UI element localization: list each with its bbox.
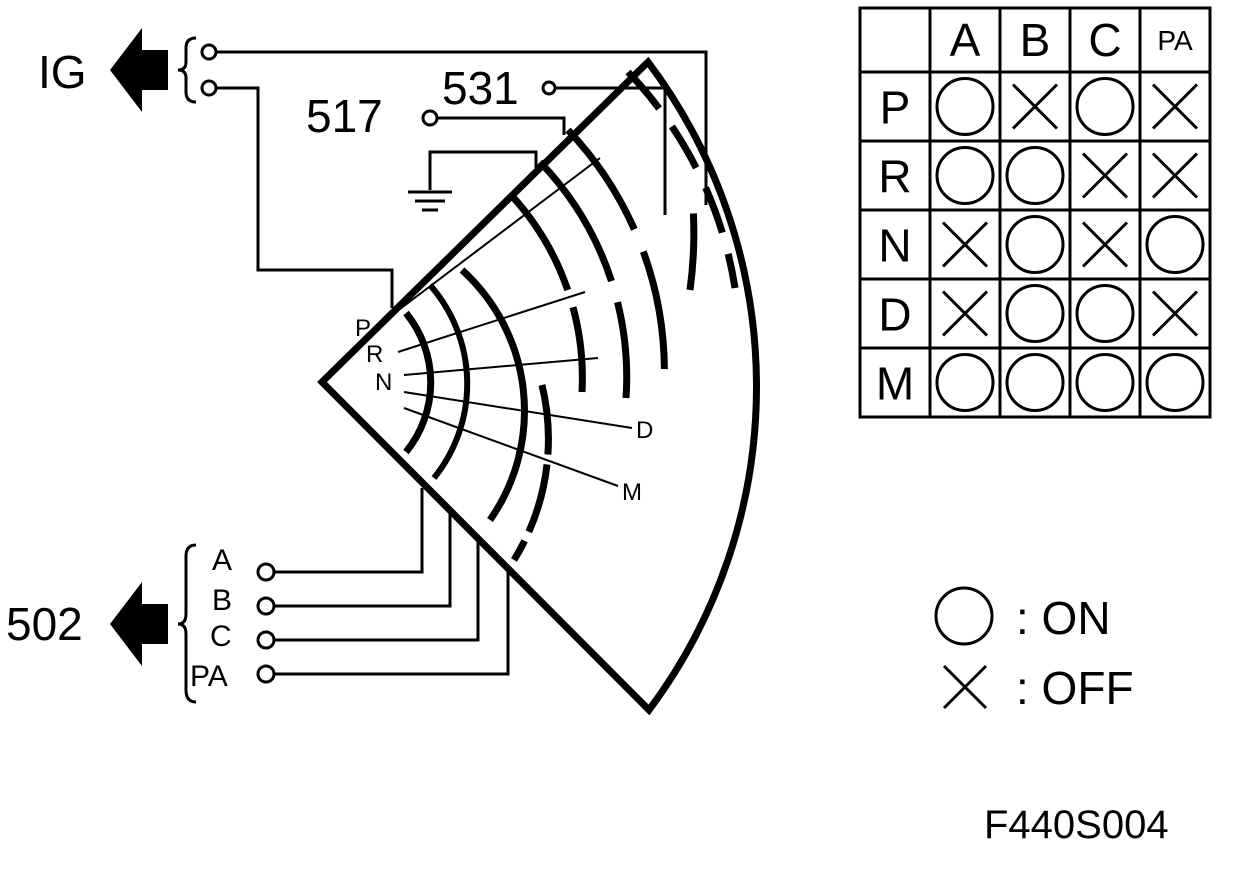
wire-pa (274, 566, 510, 676)
table-cell-off-icon (1081, 221, 1129, 268)
terminal-531-label: 531 (442, 62, 519, 114)
position-label-n: N (375, 369, 392, 396)
table-cell-off-icon (1151, 152, 1199, 199)
table-col-header: B (1020, 14, 1051, 66)
ig-terminal-2 (200, 79, 218, 97)
table-row-header: P (880, 82, 911, 134)
table-cell-on-icon (1145, 215, 1205, 274)
switch-sector-outline (317, 56, 760, 716)
contact-arc-9 (656, 66, 698, 291)
table-cell-on-icon (935, 146, 995, 205)
truth-table-border (858, 6, 1212, 419)
output-terminal-pa (256, 664, 276, 684)
table-cell-on-icon (935, 77, 995, 136)
table-cell-on-icon (1005, 284, 1065, 343)
position-label-p: P (355, 315, 371, 342)
table-row-header: M (876, 358, 914, 410)
terminal-531 (541, 80, 557, 96)
output-label-c: C (210, 620, 232, 653)
position-label-m: M (622, 479, 642, 506)
table-cell-on-icon (935, 353, 995, 412)
table-row-header: N (878, 220, 911, 272)
ig-brace (177, 36, 197, 104)
position-label-r: R (366, 341, 383, 368)
output-terminal-c (256, 630, 276, 650)
position-line-d (403, 391, 633, 429)
table-cell-on-icon (1005, 146, 1065, 205)
table-cell-on-icon (1075, 77, 1135, 136)
position-lines (387, 157, 633, 487)
terminal-517 (421, 109, 439, 127)
position-line-p (387, 157, 601, 319)
table-cell-on-icon (1145, 353, 1205, 412)
contact-arc-c (459, 267, 528, 523)
wire-a (274, 488, 424, 574)
position-line-r (397, 291, 586, 353)
table-cell-off-icon (1081, 152, 1129, 199)
wire-517 (437, 116, 566, 135)
figure-id: F440S004 (984, 803, 1169, 847)
table-col-header: C (1088, 14, 1121, 66)
position-line-n (403, 357, 599, 376)
legend-on-icon (934, 586, 994, 646)
table-cell-on-icon (1075, 353, 1135, 412)
ground-wire (428, 150, 538, 190)
contact-arc-7 (565, 127, 668, 389)
position-line-m (403, 407, 619, 487)
legend-off-label: : OFF (1016, 662, 1134, 714)
output-label-a: A (212, 544, 232, 577)
table-row-header: D (878, 289, 911, 341)
wire-b (274, 512, 452, 608)
table-col-header: PA (1157, 25, 1193, 56)
output-terminal-b (256, 596, 276, 616)
output-label-b: B (212, 584, 232, 617)
output-label-pa: PA (190, 660, 228, 693)
ig-arrow-icon (110, 28, 168, 112)
output-wires (274, 488, 510, 676)
legend-on-label: : ON (1016, 592, 1111, 644)
table-cell-on-icon (1075, 284, 1135, 343)
table-cell-off-icon (1011, 83, 1059, 130)
output-terminal-a (256, 562, 276, 582)
group-502-brace (177, 543, 197, 704)
ig-wire-2 (216, 86, 394, 308)
legend-off-icon (942, 664, 988, 710)
table-cell-off-icon (941, 290, 989, 337)
contact-arc-5 (509, 193, 586, 393)
contact-arc-8 (625, 69, 739, 289)
table-cell-off-icon (1151, 290, 1199, 337)
ig-terminal-1 (200, 43, 218, 61)
table-cell-off-icon (1151, 83, 1199, 130)
table-col-header: A (950, 14, 981, 66)
contact-arc-b (427, 283, 471, 480)
position-label-d: D (636, 417, 653, 444)
table-row-header: R (878, 151, 911, 203)
ig-label: IG (38, 46, 87, 98)
group-502-label: 502 (6, 598, 83, 650)
table-cell-on-icon (1005, 353, 1065, 412)
contact-arc-a (403, 310, 435, 455)
contact-arc-pa (511, 384, 552, 562)
table-cell-on-icon (1005, 215, 1065, 274)
group-502-arrow-icon (110, 582, 168, 666)
table-cell-off-icon (941, 221, 989, 268)
wire-c (274, 540, 480, 642)
terminal-517-label: 517 (306, 90, 383, 142)
